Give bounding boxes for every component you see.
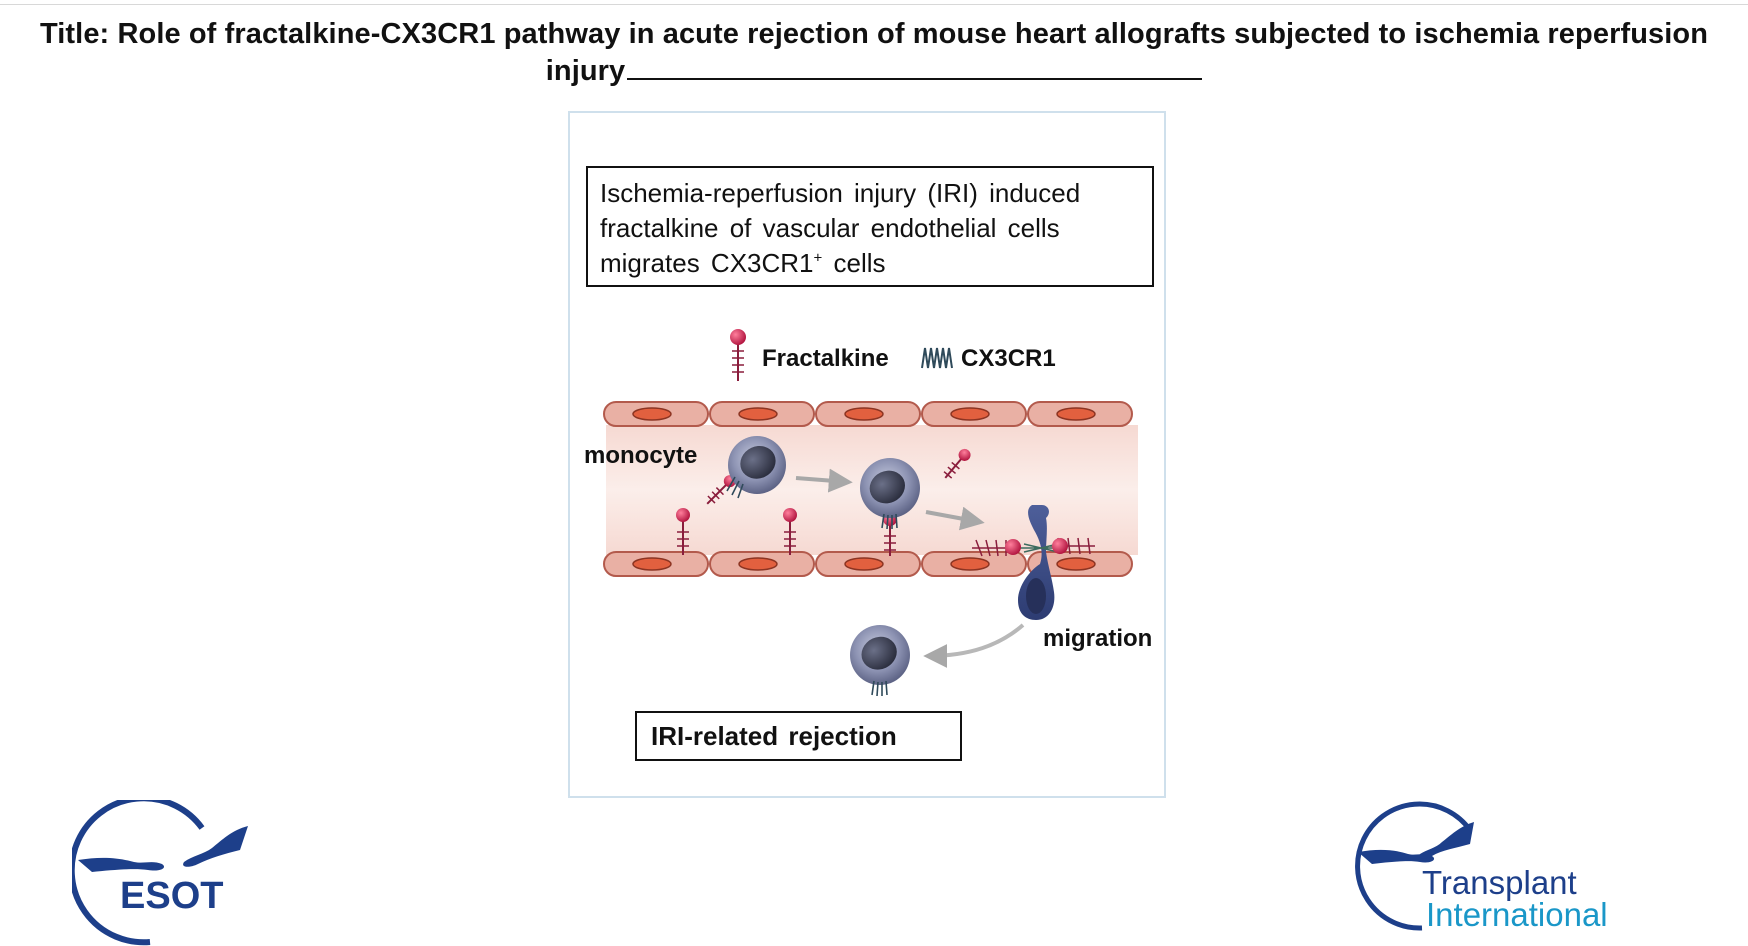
title-line-2: injury <box>20 52 1728 89</box>
fractalkine-molecule <box>783 508 797 555</box>
esot-logo-text: ESOT <box>120 875 223 917</box>
tissue-monocyte-cell <box>850 625 910 697</box>
esot-logo: ESOT <box>72 800 248 946</box>
migration-label: migration <box>1043 625 1153 652</box>
cx3cr1-legend-icon <box>921 347 953 369</box>
rolling-arrow <box>795 468 853 493</box>
endothelial-nucleus <box>844 407 884 421</box>
endothelial-nucleus <box>950 557 990 571</box>
endothelial-nucleus <box>1056 557 1096 571</box>
top-divider <box>0 4 1748 5</box>
summary-line-1: Ischemia-reperfusion injury (IRI) induce… <box>600 178 1081 208</box>
endothelial-nucleus <box>738 557 778 571</box>
endothelial-nucleus <box>632 557 672 571</box>
endothelial-nucleus <box>738 407 778 421</box>
endothelial-nucleus <box>950 407 990 421</box>
monocyte-cell <box>860 458 920 530</box>
transplant-international-logo: Transplant International <box>1355 801 1608 933</box>
transplant-logo-line-1: Transplant <box>1422 864 1577 901</box>
monocyte-label: monocyte <box>584 442 698 469</box>
title-underline <box>627 52 1203 80</box>
summary-line-3-suffix: cells <box>822 248 886 278</box>
summary-box: Ischemia-reperfusion injury (IRI) induce… <box>586 166 1154 287</box>
endothelial-nucleus <box>1056 407 1096 421</box>
page-title: Title: Role of fractalkine-CX3CR1 pathwa… <box>20 16 1728 89</box>
transplant-logo-line-2: International <box>1426 896 1608 933</box>
endothelium-top <box>603 401 1133 427</box>
title-line-1: Title: Role of fractalkine-CX3CR1 pathwa… <box>39 18 1709 50</box>
monocyte-cell <box>726 436 786 499</box>
fractalkine-bound <box>1005 539 1021 555</box>
outcome-box: IRI-related rejection <box>635 711 962 761</box>
fractalkine-molecule <box>676 508 690 555</box>
fractalkine-soluble <box>943 448 971 479</box>
legend-fractalkine-label: Fractalkine <box>762 345 889 372</box>
summary-line-2: fractalkine of vascular endothelial cell… <box>600 213 1060 243</box>
outcome-label: IRI-related rejection <box>651 721 897 751</box>
endothelial-nucleus <box>844 557 884 571</box>
fractalkine-legend-icon <box>730 329 746 381</box>
endothelial-nucleus <box>632 407 672 421</box>
endothelium-bottom <box>603 551 1133 577</box>
adhesion-arrow <box>925 506 985 531</box>
legend-cx3cr1-label: CX3CR1 <box>961 345 1056 372</box>
summary-line-3: migrates CX3CR1+ cells <box>600 246 1142 281</box>
title-line-2-text: injury <box>545 55 626 87</box>
summary-line-3-prefix: migrates CX3CR1 <box>600 248 814 278</box>
summary-superscript: + <box>813 249 823 267</box>
migration-arrow <box>923 623 1025 668</box>
fractalkine-bound <box>1052 538 1068 554</box>
